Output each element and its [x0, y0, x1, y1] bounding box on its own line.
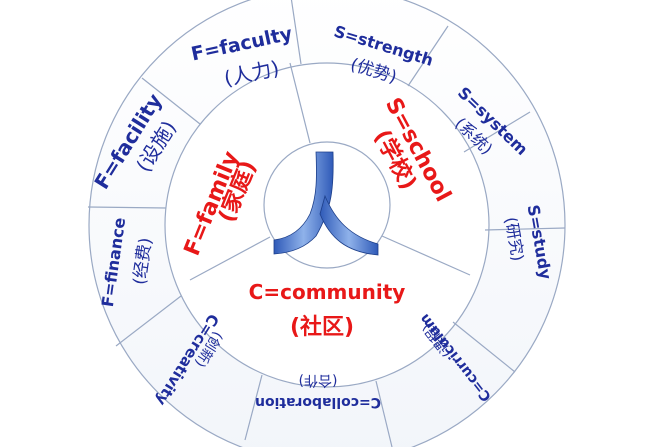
outer-collaboration: C=collaboration (合作) — [255, 372, 381, 410]
community-cn: (社区) — [290, 314, 354, 340]
divider-7 — [244, 374, 263, 441]
collaboration-en: C=collaboration — [255, 394, 381, 410]
divider-1 — [290, 0, 302, 65]
community-en: C=community — [249, 280, 406, 304]
divider-5 — [452, 321, 516, 373]
mid-divider-right — [381, 235, 471, 276]
divider-6 — [375, 380, 393, 447]
ren-glyph — [273, 151, 379, 256]
mid-divider-left — [189, 236, 271, 281]
ren-stroke-left — [273, 151, 334, 255]
ren-stroke-right — [319, 194, 379, 256]
middle-dividers — [189, 62, 471, 281]
outer-dividers — [87, 0, 566, 447]
divider-10 — [141, 77, 201, 125]
divider-9 — [87, 206, 167, 209]
collaboration-cn: (合作) — [299, 372, 338, 388]
divider-8 — [115, 295, 182, 347]
divider-4 — [484, 227, 566, 231]
inner-community: C=community (社区) — [249, 280, 406, 340]
divider-2 — [407, 25, 449, 87]
mid-divider-top — [289, 62, 311, 144]
divider-3 — [463, 111, 531, 153]
